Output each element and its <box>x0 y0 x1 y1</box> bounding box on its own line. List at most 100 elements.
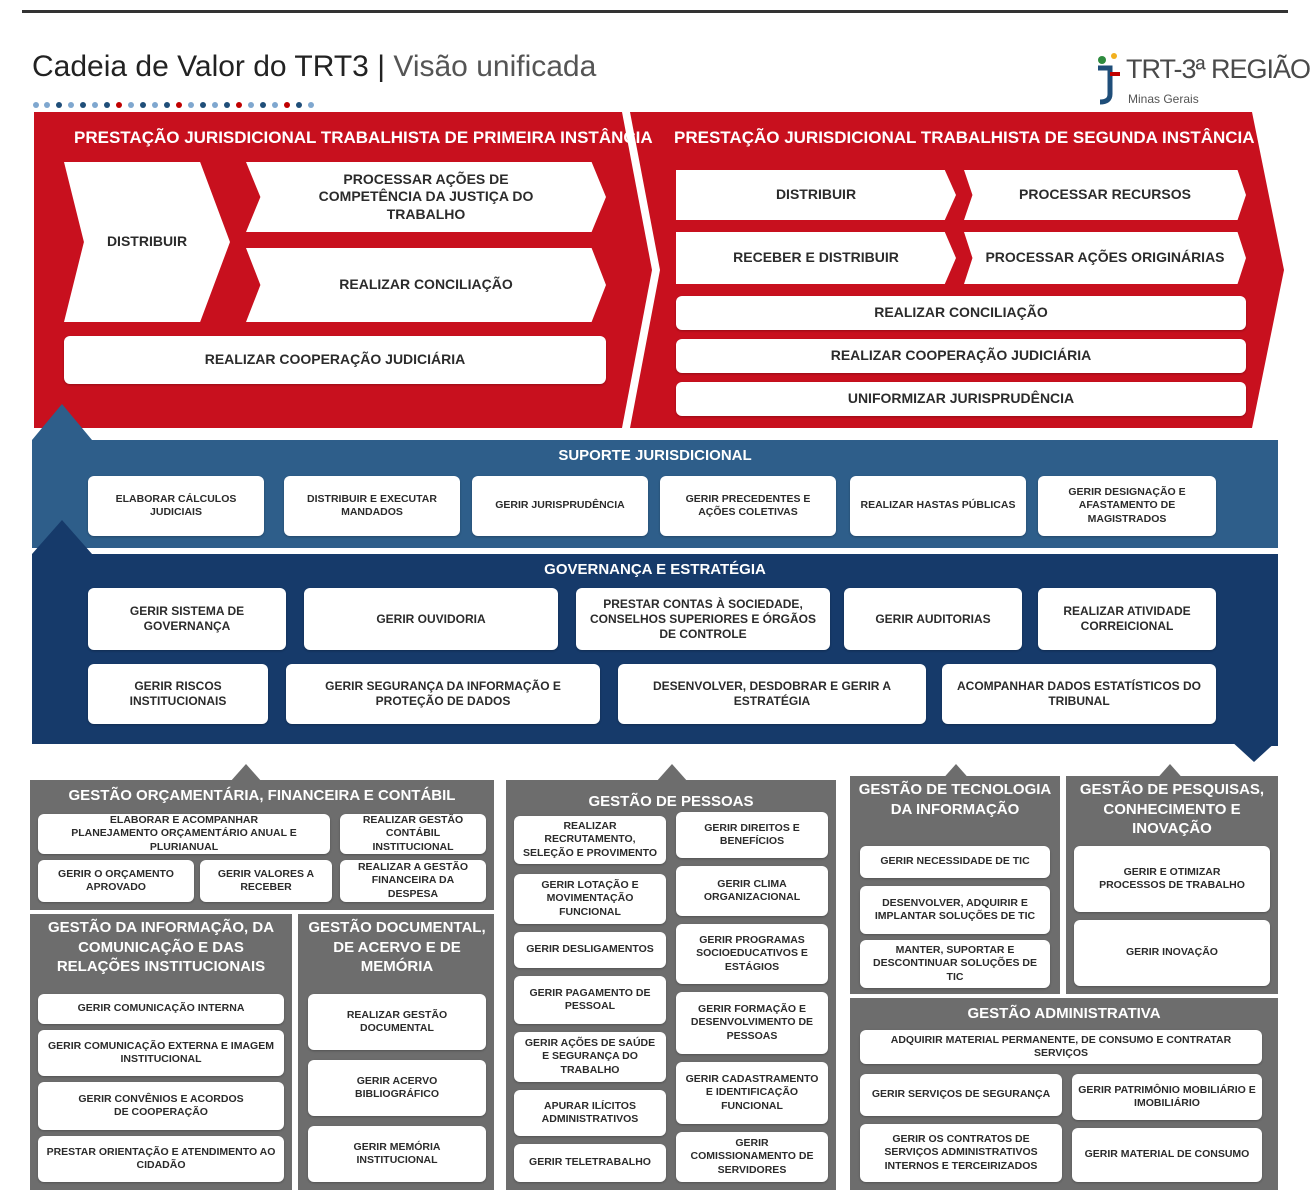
page-subtitle: Visão unificada <box>393 50 597 83</box>
suporte-item-4: GERIR PRECEDENTES E AÇÕES COLETIVAS <box>660 476 836 536</box>
second-conciliacao-label: REALIZAR CONCILIAÇÃO <box>874 304 1048 321</box>
doc-item-1-label: REALIZAR GESTÃO DOCUMENTAL <box>346 1008 448 1034</box>
first-distribuir-box: DISTRIBUIR <box>64 162 230 322</box>
suporte-item-1: ELABORAR CÁLCULOS JUDICIAIS <box>88 476 264 536</box>
info-item-4-label: PRESTAR ORIENTAÇÃO E ATENDIMENTO AO CIDA… <box>46 1145 276 1171</box>
second-processar-originarias-box: PROCESSAR AÇÕES ORIGINÁRIAS <box>964 232 1246 284</box>
orc-item-2-label: REALIZAR GESTÃO CONTÁBIL INSTITUCIONAL <box>362 814 464 853</box>
tic-item-3-label: MANTER, SUPORTAR E DESCONTINUAR SOLUÇÕES… <box>873 944 1037 983</box>
pes-right-2: GERIR CLIMA ORGANIZACIONAL <box>676 866 828 916</box>
second-receber-label: RECEBER E DISTRIBUIR <box>733 249 899 266</box>
pes-right-1-label: GERIR DIREITOS E BENEFÍCIOS <box>704 821 800 847</box>
info-item-2-label: GERIR COMUNICAÇÃO EXTERNA E IMAGEM INSTI… <box>48 1039 274 1065</box>
trt3-logo: TRT-3ª REGIÃO Minas Gerais <box>1090 50 1310 110</box>
orc-item-4-label: GERIR VALORES A RECEBER <box>217 867 315 893</box>
top-rule <box>22 10 1288 13</box>
pes-left-7-label: GERIR TELETRABALHO <box>529 1156 651 1169</box>
pesq-item-2-label: GERIR INOVAÇÃO <box>1126 946 1218 959</box>
doc-item-2-label: GERIR ACERVO BIBLIOGRÁFICO <box>355 1074 439 1100</box>
logo-figure-icon <box>1098 53 1120 105</box>
pes-left-5-label: GERIR AÇÕES DE SAÚDE E SEGURANÇA DO TRAB… <box>524 1037 656 1076</box>
second-processar-recursos-label: PROCESSAR RECURSOS <box>1019 186 1191 203</box>
first-conciliacao-label: REALIZAR CONCILIAÇÃO <box>339 276 513 293</box>
pes-left-3: GERIR DESLIGAMENTOS <box>514 932 666 968</box>
adm-item-5: GERIR MATERIAL DE CONSUMO <box>1072 1128 1262 1182</box>
second-processar-recursos-box: PROCESSAR RECURSOS <box>964 170 1246 220</box>
gov-item-1: GERIR SISTEMA DE GOVERNANÇA <box>88 588 286 650</box>
gov-item-5-label: REALIZAR ATIVIDADE CORREICIONAL <box>1063 604 1191 633</box>
orc-item-3-label: GERIR O ORÇAMENTO APROVADO <box>58 867 174 893</box>
gov-item-2: GERIR OUVIDORIA <box>304 588 558 650</box>
orc-item-1-label: ELABORAR E ACOMPANHAR PLANEJAMENTO ORÇAM… <box>71 814 297 853</box>
page-title-row: Cadeia de Valor do TRT3 | Visão unificad… <box>32 50 596 84</box>
pes-right-3-label: GERIR PROGRAMAS SOCIOEDUCATIVOS E ESTÁGI… <box>696 934 808 973</box>
pes-right-6: GERIR COMISSIONAMENTO DE SERVIDORES <box>676 1132 828 1182</box>
second-instance-title: PRESTAÇÃO JURISDICIONAL TRABALHISTA DE S… <box>674 128 1255 147</box>
pes-right-6-label: GERIR COMISSIONAMENTO DE SERVIDORES <box>690 1137 814 1176</box>
pesq-item-1: GERIR E OTIMIZAR PROCESSOS DE TRABALHO <box>1074 846 1270 912</box>
adm-item-1-label: ADQUIRIR MATERIAL PERMANENTE, DE CONSUMO… <box>890 1033 1232 1059</box>
pes-left-4: GERIR PAGAMENTO DE PESSOAL <box>514 976 666 1024</box>
adm-item-2-label: GERIR SERVIÇOS DE SEGURANÇA <box>871 1088 1051 1101</box>
second-uniformizar-box: UNIFORMIZAR JURISPRUDÊNCIA <box>676 382 1246 416</box>
pes-right-3: GERIR PROGRAMAS SOCIOEDUCATIVOS E ESTÁGI… <box>676 924 828 984</box>
pes-right-2-label: GERIR CLIMA ORGANIZACIONAL <box>703 877 801 903</box>
suporte-item-2: DISTRIBUIR E EXECUTAR MANDADOS <box>284 476 460 536</box>
suporte-item-4-label: GERIR PRECEDENTES E AÇÕES COLETIVAS <box>685 492 811 518</box>
governanca-down-arrow <box>1230 740 1278 762</box>
first-cooperacao-box: REALIZAR COOPERAÇÃO JUDICIÁRIA <box>64 336 606 384</box>
documental-title: GESTÃO DOCUMENTAL, DE ACERVO E DE MEMÓRI… <box>308 919 486 975</box>
gov-item-5: REALIZAR ATIVIDADE CORREICIONAL <box>1038 588 1216 650</box>
orc-item-3: GERIR O ORÇAMENTO APROVADO <box>38 860 194 902</box>
pes-left-1-label: REALIZAR RECRUTAMENTO, SELEÇÃO E PROVIME… <box>523 820 657 859</box>
logo-text: TRT-3ª REGIÃO <box>1126 54 1310 84</box>
pes-left-2: GERIR LOTAÇÃO E MOVIMENTAÇÃO FUNCIONAL <box>514 874 666 924</box>
gov-item-9-label: ACOMPANHAR DADOS ESTATÍSTICOS DO TRIBUNA… <box>956 679 1201 708</box>
first-processar-box: PROCESSAR AÇÕES DE COMPETÊNCIA DA JUSTIÇ… <box>246 162 606 232</box>
suporte-item-6-label: GERIR DESIGNAÇÃO E AFASTAMENTO DE MAGIST… <box>1068 486 1186 525</box>
adm-item-4-label: GERIR OS CONTRATOS DE SERVIÇOS ADMINISTR… <box>884 1133 1038 1172</box>
page-title: Cadeia de Valor do TRT3 <box>32 50 369 83</box>
info-item-2: GERIR COMUNICAÇÃO EXTERNA E IMAGEM INSTI… <box>38 1030 284 1076</box>
first-cooperacao-label: REALIZAR COOPERAÇÃO JUDICIÁRIA <box>204 351 466 368</box>
info-item-3: GERIR CONVÊNIOS E ACORDOS DE COOPERAÇÃO <box>38 1082 284 1130</box>
tic-item-1: GERIR NECESSIDADE DE TIC <box>860 846 1050 878</box>
second-uniformizar-label: UNIFORMIZAR JURISPRUDÊNCIA <box>847 390 1075 407</box>
orc-item-4: GERIR VALORES A RECEBER <box>200 860 332 902</box>
adm-item-4: GERIR OS CONTRATOS DE SERVIÇOS ADMINISTR… <box>860 1124 1062 1182</box>
pes-left-6: APURAR ILÍCITOS ADMINISTRATIVOS <box>514 1090 666 1136</box>
pes-right-4-label: GERIR FORMAÇÃO E DESENVOLVIMENTO DE PESS… <box>690 1003 814 1042</box>
second-distribuir-label: DISTRIBUIR <box>775 186 857 203</box>
gov-item-7: GERIR SEGURANÇA DA INFORMAÇÃO E PROTEÇÃO… <box>286 664 600 724</box>
second-cooperacao-box: REALIZAR COOPERAÇÃO JUDICIÁRIA <box>676 339 1246 373</box>
gov-item-3: PRESTAR CONTAS À SOCIEDADE, CONSELHOS SU… <box>576 588 830 650</box>
suporte-item-5-label: REALIZAR HASTAS PÚBLICAS <box>860 499 1016 512</box>
orcamentaria-title: GESTÃO ORÇAMENTÁRIA, FINANCEIRA E CONTÁB… <box>68 787 456 804</box>
tic-title: GESTÃO DE TECNOLOGIA DA INFORMAÇÃO <box>858 781 1052 818</box>
suporte-item-1-label: ELABORAR CÁLCULOS JUDICIAIS <box>115 492 237 518</box>
tic-item-2: DESENVOLVER, ADQUIRIR E IMPLANTAR SOLUÇÕ… <box>860 886 1050 934</box>
second-cooperacao-label: REALIZAR COOPERAÇÃO JUDICIÁRIA <box>830 347 1092 364</box>
orc-item-1: ELABORAR E ACOMPANHAR PLANEJAMENTO ORÇAM… <box>38 814 330 854</box>
adm-item-3: GERIR PATRIMÔNIO MOBILIÁRIO E IMOBILIÁRI… <box>1072 1074 1262 1120</box>
suporte-item-5: REALIZAR HASTAS PÚBLICAS <box>850 476 1026 536</box>
first-processar-label: PROCESSAR AÇÕES DE COMPETÊNCIA DA JUSTIÇ… <box>318 170 534 222</box>
gov-item-7-label: GERIR SEGURANÇA DA INFORMAÇÃO E PROTEÇÃO… <box>325 679 561 708</box>
adm-item-5-label: GERIR MATERIAL DE CONSUMO <box>1084 1148 1250 1161</box>
doc-item-3-label: GERIR MEMÓRIA INSTITUCIONAL <box>353 1140 441 1166</box>
tic-item-3: MANTER, SUPORTAR E DESCONTINUAR SOLUÇÕES… <box>860 940 1050 988</box>
pes-left-2-label: GERIR LOTAÇÃO E MOVIMENTAÇÃO FUNCIONAL <box>541 879 639 918</box>
info-item-4: PRESTAR ORIENTAÇÃO E ATENDIMENTO AO CIDA… <box>38 1136 284 1182</box>
suporte-item-3: GERIR JURISPRUDÊNCIA <box>472 476 648 536</box>
pes-right-5: GERIR CADASTRAMENTO E IDENTIFICAÇÃO FUNC… <box>676 1062 828 1124</box>
first-instance-title: PRESTAÇÃO JURISDICIONAL TRABALHISTA DE P… <box>74 128 653 147</box>
tic-item-1-label: GERIR NECESSIDADE DE TIC <box>880 855 1030 868</box>
pesq-item-1-label: GERIR E OTIMIZAR PROCESSOS DE TRABALHO <box>1099 865 1245 891</box>
logo-subtext: Minas Gerais <box>1128 92 1199 106</box>
pes-left-6-label: APURAR ILÍCITOS ADMINISTRATIVOS <box>541 1099 639 1125</box>
adm-item-1: ADQUIRIR MATERIAL PERMANENTE, DE CONSUMO… <box>860 1030 1262 1064</box>
suporte-item-2-label: DISTRIBUIR E EXECUTAR MANDADOS <box>307 492 437 518</box>
gov-item-6: GERIR RISCOS INSTITUCIONAIS <box>88 664 268 724</box>
gov-item-3-label: PRESTAR CONTAS À SOCIEDADE, CONSELHOS SU… <box>589 596 817 641</box>
pessoas-title: GESTÃO DE PESSOAS <box>588 793 754 810</box>
